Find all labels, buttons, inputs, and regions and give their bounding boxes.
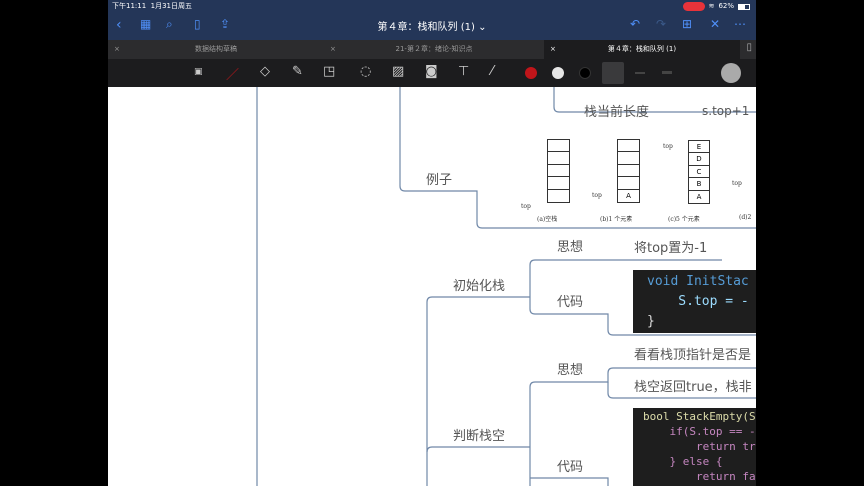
search-icon[interactable]: ⌕ bbox=[166, 17, 173, 31]
init-idea-label: 思想 bbox=[557, 240, 584, 255]
caption-c: (c)5 个元素 bbox=[668, 216, 700, 223]
init-idea-text: 将top置为-1 bbox=[634, 241, 708, 256]
redo-icon[interactable]: ↷ bbox=[656, 17, 667, 31]
top-pointer-b: top bbox=[592, 192, 602, 199]
init-code-block: void InitStac S.top = - } bbox=[633, 270, 756, 333]
stroke-thick[interactable] bbox=[662, 71, 672, 74]
color-white[interactable] bbox=[552, 67, 564, 79]
empty-code-label: 代码 bbox=[557, 460, 584, 475]
grid-icon[interactable]: ▦ bbox=[140, 17, 152, 31]
share-icon[interactable]: ⇪ bbox=[220, 17, 231, 31]
wifi-icon: ≋ bbox=[708, 2, 715, 10]
text-icon[interactable]: ⊤ bbox=[458, 64, 470, 79]
close-tab-icon[interactable]: × bbox=[550, 45, 556, 53]
close-tab-icon[interactable]: × bbox=[114, 45, 120, 53]
bookmark-icon[interactable]: ▯ bbox=[194, 17, 201, 31]
color-red[interactable] bbox=[525, 67, 537, 79]
keyboard-icon[interactable]: ▣ bbox=[194, 67, 203, 77]
status-date: 1月31日周五 bbox=[150, 2, 193, 10]
shapes-icon[interactable]: ◳ bbox=[323, 64, 336, 79]
close-tab-icon[interactable]: × bbox=[330, 45, 336, 53]
nav-bar: ‹ ▦ ⌕ ▯ ⇪ 第４章：栈和队列 (1) ⌄ ↶ ↷ ⊞ ✕ ⋯ bbox=[108, 13, 756, 40]
init-stack-label: 初始化栈 bbox=[453, 279, 506, 294]
document-title[interactable]: 第４章：栈和队列 (1) ⌄ bbox=[377, 22, 487, 33]
caption-b: (b)1 个元素 bbox=[600, 216, 633, 223]
undo-icon[interactable]: ↶ bbox=[630, 17, 641, 31]
top-pointer-c: top bbox=[663, 143, 673, 150]
check-empty-label: 判断栈空 bbox=[453, 429, 506, 444]
stack-length-label: 栈当前长度 bbox=[584, 105, 650, 120]
tab-bar: ×数据结构草稿 ×21-第２章：绪论-知识点 ×第４章：栈和队列 (1) ▯ bbox=[108, 40, 756, 59]
close-icon[interactable]: ✕ bbox=[710, 17, 721, 31]
battery-icon bbox=[738, 3, 750, 10]
caption-d: (d)2 bbox=[739, 214, 752, 221]
pen-icon[interactable]: ／ bbox=[226, 68, 240, 83]
init-code-label: 代码 bbox=[557, 295, 584, 310]
camera-icon[interactable]: ◙ bbox=[425, 64, 438, 79]
empty-idea-label: 思想 bbox=[557, 363, 584, 378]
eraser-icon[interactable]: ◇ bbox=[260, 64, 270, 79]
split-view-icon[interactable]: ▯ bbox=[746, 42, 752, 53]
color-black[interactable] bbox=[579, 67, 591, 79]
battery-percent: 62% bbox=[718, 2, 734, 10]
ipad-screen: 下午11:11 1月31日周五 ≋62% ‹ ▦ ⌕ ▯ ⇪ 第４章：栈和队列 … bbox=[108, 0, 756, 486]
recording-indicator[interactable] bbox=[682, 2, 705, 11]
stack-empty bbox=[547, 139, 570, 203]
stack-length-value: s.top+1 bbox=[702, 104, 750, 118]
tab-chapter2[interactable]: ×21-第２章：绪论-知识点 bbox=[324, 40, 544, 59]
empty-idea-text-2: 栈空返回true，栈非 bbox=[634, 380, 752, 395]
lasso-icon[interactable]: ◌ bbox=[360, 64, 372, 79]
tool-size-preview[interactable] bbox=[721, 63, 741, 83]
stroke-thin[interactable] bbox=[635, 72, 645, 74]
image-icon[interactable]: ▨ bbox=[392, 64, 405, 79]
empty-idea-text-1: 看看栈顶指针是否是 bbox=[634, 348, 752, 363]
status-bar: 下午11:11 1月31日周五 ≋62% bbox=[108, 0, 756, 13]
stack-one: A bbox=[617, 139, 640, 203]
add-page-icon[interactable]: ⊞ bbox=[682, 17, 693, 31]
status-time: 下午11:11 bbox=[112, 2, 147, 10]
mindmap-connectors bbox=[256, 87, 756, 486]
highlighter-icon[interactable]: ✎ bbox=[292, 64, 303, 79]
back-icon[interactable]: ‹ bbox=[116, 17, 122, 33]
empty-code-block: bool StackEmpty(S if(S.top == - return t… bbox=[633, 408, 756, 486]
drawing-toolbar: ▣ ／ ◇ ✎ ◳ ◌ ▨ ◙ ⊤ ⁄ bbox=[108, 59, 756, 87]
example-label: 例子 bbox=[426, 173, 453, 188]
note-canvas[interactable]: 栈当前长度 s.top+1 例子 top (a)空栈 A top (b)1 个元… bbox=[108, 87, 756, 486]
color-swatch-empty[interactable] bbox=[602, 62, 624, 84]
top-pointer-a: top bbox=[521, 203, 531, 210]
tab-chapter4[interactable]: ×第４章：栈和队列 (1) bbox=[544, 40, 740, 59]
laser-icon[interactable]: ⁄ bbox=[491, 64, 494, 79]
top-pointer-d: top bbox=[732, 180, 742, 187]
more-icon[interactable]: ⋯ bbox=[734, 17, 746, 31]
tab-drafts[interactable]: ×数据结构草稿 bbox=[108, 40, 324, 59]
caption-a: (a)空栈 bbox=[537, 216, 558, 223]
